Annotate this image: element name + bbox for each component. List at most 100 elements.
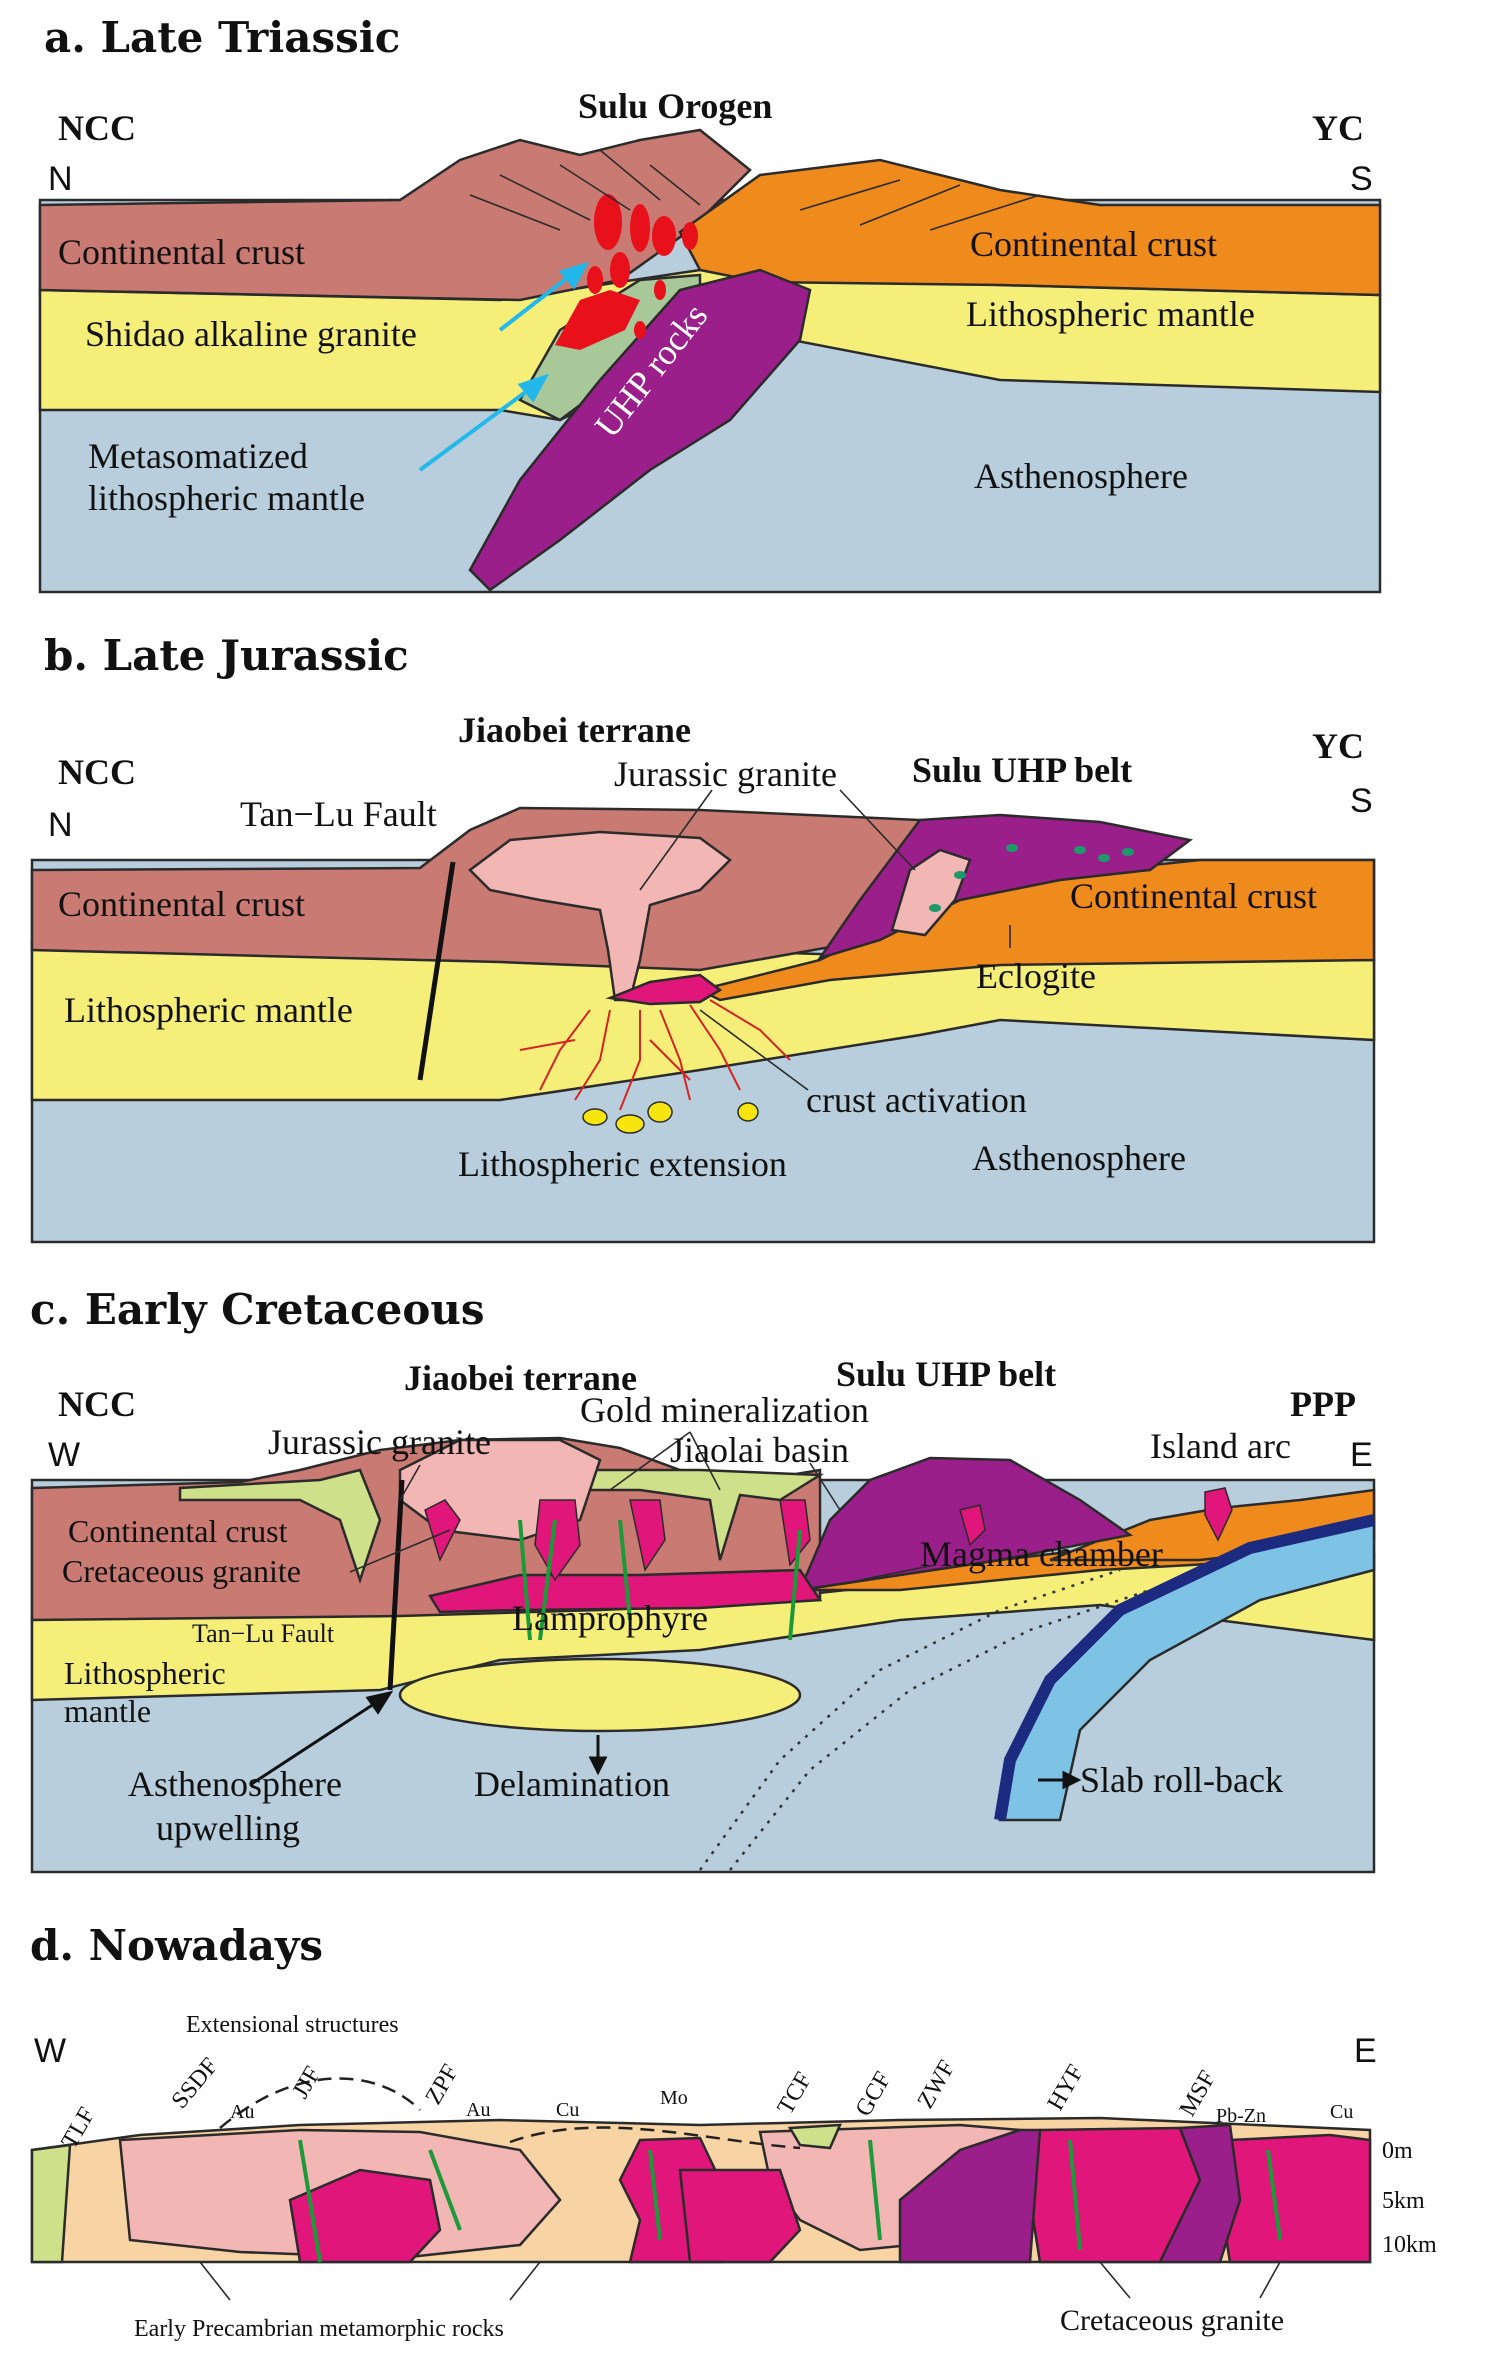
gold-mineralization-label: Gold mineralization bbox=[580, 1390, 869, 1430]
sulu-uhp-belt-d-west bbox=[898, 2128, 1042, 2264]
west-d-label: W bbox=[34, 2032, 66, 2070]
panel-c: c. Early Cretaceous bbox=[30, 1285, 1376, 1874]
cretaceous-pluton-1 bbox=[288, 2168, 442, 2264]
crust-activation-magma bbox=[605, 973, 723, 1006]
mineral-label-au-1: Au bbox=[230, 2101, 254, 2123]
eclogite-label: Eclogite bbox=[976, 956, 1096, 996]
lithospheric-c-label-2: mantle bbox=[64, 1693, 151, 1729]
delamination-lens bbox=[398, 1657, 802, 1733]
lamprophyre-dikes bbox=[518, 1519, 802, 1641]
mineral-label-au-2: Au bbox=[466, 2099, 490, 2121]
sulu-orogen-label: Sulu Orogen bbox=[578, 86, 772, 126]
slab-dotted-lines bbox=[698, 1568, 1151, 1871]
jiaobei-terrane-b-label: Jiaobei terrane bbox=[458, 710, 691, 750]
shidao-granite-label: Shidao alkaline granite bbox=[85, 314, 417, 354]
metasomatized-label-1: Metasomatized bbox=[88, 436, 308, 476]
fault-label-zwf: ZWF bbox=[913, 2056, 961, 2113]
jurassic-granite-b-label: Jurassic granite bbox=[614, 754, 837, 794]
island-arc-label: Island arc bbox=[1150, 1426, 1291, 1466]
crust-fault-lines bbox=[469, 149, 1041, 231]
panel-b-title: b. Late Jurassic bbox=[44, 631, 409, 680]
lithospheric-mantle-b-label: Lithospheric mantle bbox=[64, 990, 353, 1030]
fault-label-ssdf: SSDF bbox=[167, 2053, 224, 2114]
west-c-label: W bbox=[48, 1436, 80, 1474]
asthenosphere-b-label: Asthenosphere bbox=[972, 1138, 1186, 1178]
east-c-label: E bbox=[1350, 1436, 1373, 1474]
north-label: N bbox=[48, 160, 73, 198]
extensional-structures-label: Extensional structures bbox=[186, 2012, 399, 2038]
tanlu-fault-b-label: Tan−Lu Fault bbox=[240, 794, 437, 834]
metasomatized-label-2: lithospheric mantle bbox=[88, 478, 365, 518]
ncc-label: NCC bbox=[58, 108, 136, 148]
ppp-label: PPP bbox=[1290, 1384, 1356, 1424]
asthenosphere-upwelling-label-1: Asthenosphere bbox=[128, 1764, 342, 1804]
depth-label-10km: 10km bbox=[1382, 2232, 1437, 2258]
continental-crust-c-label: Continental crust bbox=[68, 1513, 288, 1549]
continental-crust-b-right-label: Continental crust bbox=[1070, 876, 1317, 916]
fault-label-hyf: HYF bbox=[1043, 2060, 1090, 2115]
ncc-b-label: NCC bbox=[58, 752, 136, 792]
delamination-label: Delamination bbox=[474, 1764, 670, 1804]
jiaolai-basin-label: Jiaolai basin bbox=[670, 1430, 849, 1470]
south-label: S bbox=[1350, 160, 1373, 198]
dikes-d bbox=[298, 2139, 1282, 2263]
continental-crust-left-label: Continental crust bbox=[58, 232, 305, 272]
fault-label-tcf: TCF bbox=[773, 2068, 818, 2119]
sulu-uhp-belt-b-label: Sulu UHP belt bbox=[912, 750, 1132, 790]
panel-c-title: c. Early Cretaceous bbox=[30, 1285, 485, 1334]
extensional-dashed-curve bbox=[219, 2077, 801, 2150]
basin-west bbox=[178, 1468, 382, 1584]
panel-d-title: d. Nowadays bbox=[30, 1921, 323, 1970]
basin-d bbox=[787, 2123, 842, 2150]
cretaceous-granite-d-label: Cretaceous granite bbox=[1060, 2304, 1284, 2337]
cretaceous-granite-plutons bbox=[424, 1487, 1233, 1582]
sulu-uhp-belt-c-label: Sulu UHP belt bbox=[836, 1354, 1056, 1394]
migration-arrows bbox=[418, 261, 589, 472]
continental-crust-right-label: Continental crust bbox=[970, 224, 1217, 264]
yc-label: YC bbox=[1312, 108, 1364, 148]
fault-label-gcf: GCF bbox=[851, 2068, 897, 2121]
panel-a: a. Late Triassic bbox=[38, 13, 1382, 594]
jurassic-granite-b-east bbox=[890, 848, 972, 937]
uhp-rocks-body bbox=[468, 268, 812, 592]
mineral-label-cu-1: Cu bbox=[556, 2099, 579, 2121]
panel-b-leaders bbox=[639, 789, 1011, 1091]
shidao-granite-bodies bbox=[555, 194, 698, 350]
fault-label-jjf: JJF bbox=[288, 2062, 327, 2103]
lithospheric-extension-label: Lithospheric extension bbox=[458, 1144, 787, 1184]
tanlu-fault-b bbox=[417, 861, 456, 1081]
tanlu-fault-c-label: Tan−Lu Fault bbox=[192, 1619, 335, 1648]
panel-d-leaders bbox=[199, 2261, 1281, 2301]
depth-label-5km: 5km bbox=[1382, 2188, 1425, 2214]
panel-b: b. Late Jurassic bbox=[30, 631, 1376, 1244]
lithospheric-c-label-1: Lithospheric bbox=[64, 1655, 226, 1691]
panel-c-leaders bbox=[349, 1431, 936, 1581]
tlf-basin bbox=[30, 2143, 72, 2264]
panel-d: d. Nowadays W E Extensional structures bbox=[30, 1921, 1437, 2342]
ncc-c-label: NCC bbox=[58, 1384, 136, 1424]
slab-top-edge bbox=[994, 1514, 1376, 1821]
tanlu-fault-c bbox=[387, 1479, 405, 1691]
mineral-label-cu-2: Cu bbox=[1330, 2101, 1353, 2123]
eclogite-dots bbox=[929, 844, 1134, 912]
mineral-label-mo: Mo bbox=[660, 2087, 688, 2109]
jiaobei-terrane-c-label: Jiaobei terrane bbox=[404, 1358, 637, 1398]
fault-label-msf: MSF bbox=[1175, 2066, 1222, 2121]
cretaceous-pluton-5 bbox=[1218, 2133, 1372, 2264]
continental-crust-b-left-label: Continental crust bbox=[58, 884, 305, 924]
mineral-label-pb-zn: Pb-Zn bbox=[1216, 2105, 1266, 2127]
lithospheric-mantle-label: Lithospheric mantle bbox=[966, 294, 1255, 334]
cretaceous-granite-c-label: Cretaceous granite bbox=[62, 1553, 301, 1589]
slab-rollback-label: Slab roll-back bbox=[1080, 1760, 1283, 1800]
sulu-uhp-belt-d-east bbox=[1157, 2123, 1242, 2264]
asthenosphere-a-label: Asthenosphere bbox=[974, 456, 1188, 496]
jurassic-granite-b bbox=[468, 830, 732, 1002]
cretaceous-pluton-3 bbox=[678, 2168, 802, 2264]
extension-melt-blobs bbox=[582, 1101, 759, 1134]
lamprophyre-label: Lamprophyre bbox=[512, 1598, 708, 1638]
jurassic-granite-c-label: Jurassic granite bbox=[268, 1422, 491, 1462]
red-melt-veins bbox=[519, 999, 791, 1111]
precambrian-label: Early Precambrian metamorphic rocks bbox=[134, 2316, 504, 2342]
magma-chamber-label: Magma chamber bbox=[920, 1534, 1163, 1574]
